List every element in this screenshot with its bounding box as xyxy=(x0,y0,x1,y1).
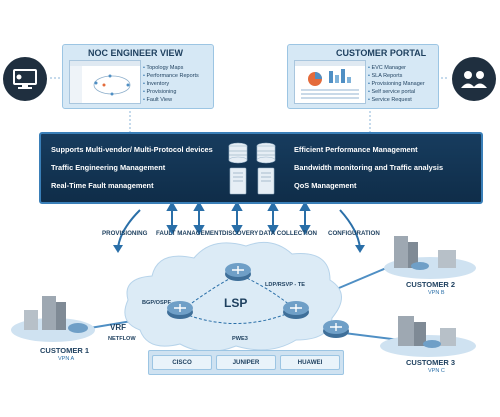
customer-2-vpn: VPN B xyxy=(428,290,445,296)
portal-item: Service Request xyxy=(368,96,425,104)
noc-item: Topology Maps xyxy=(143,64,199,72)
feature-left-3: Real-Time Fault management xyxy=(51,181,154,190)
customer-portal-title: CUSTOMER PORTAL xyxy=(336,48,427,58)
portal-item: SLA Reports xyxy=(368,72,425,80)
topology-map-thumbnail xyxy=(69,60,141,104)
customer-1-name: CUSTOMER 1 xyxy=(40,346,90,355)
noc-item: Fault View xyxy=(143,96,199,104)
customer-3-site xyxy=(380,316,476,357)
customer-2-name: CUSTOMER 2 xyxy=(406,280,456,289)
customer-portal-list: EVC Manager SLA Reports Provisioning Man… xyxy=(368,64,425,104)
flow-fault-management: FAULT MANAGEMENT xyxy=(156,230,223,237)
vendor-cisco: CISCO xyxy=(152,355,212,370)
customer-2-site xyxy=(384,236,476,279)
noc-panel-list: Topology Maps Performance Reports Invent… xyxy=(143,64,199,104)
customer-3-vpn: VPN C xyxy=(428,368,445,374)
management-platform-box: Supports Multi-vendor/ Multi-Protocol de… xyxy=(39,132,483,204)
flow-discovery: DISCOVERY xyxy=(222,230,259,237)
noc-item: Inventory xyxy=(143,80,199,88)
noc-engineer-panel: NOC ENGINEER VIEW Topology Maps Performa… xyxy=(62,44,214,109)
database-server-icon xyxy=(228,142,276,195)
noc-panel-title: NOC ENGINEER VIEW xyxy=(88,48,184,58)
feature-left-2: Traffic Engineering Management xyxy=(51,163,166,172)
noc-item: Performance Reports xyxy=(143,72,198,80)
customer-portal-panel: CUSTOMER PORTAL EVC Manager SLA Reports … xyxy=(287,44,439,109)
customer-1-site xyxy=(11,296,95,342)
portal-item: Self service portal xyxy=(368,88,425,96)
portal-dashboard-thumbnail xyxy=(294,60,366,104)
portal-item: Provisioning Manager xyxy=(368,80,424,88)
customer-group-avatar-icon xyxy=(452,57,496,101)
netflow-label: NETFLOW xyxy=(108,336,136,342)
pwe-label: PWE3 xyxy=(232,336,248,342)
customer-1-vpn: VPN A xyxy=(58,356,75,362)
lsp-label: LSP xyxy=(224,296,248,310)
vendor-juniper: JUNIPER xyxy=(216,355,276,370)
feature-right-1: Efficient Performance Management xyxy=(294,145,418,154)
portal-item: EVC Manager xyxy=(368,64,425,72)
router-icon xyxy=(323,320,349,338)
router-icon xyxy=(167,301,193,319)
flow-provisioning: PROVISIONING xyxy=(102,230,148,237)
customer-3-name: CUSTOMER 3 xyxy=(406,358,456,367)
bgp-label: BGP/OSPF xyxy=(142,300,171,306)
vrf-label: VRF xyxy=(110,323,126,332)
router-icon xyxy=(225,263,251,281)
feature-right-3: QoS Management xyxy=(294,181,357,190)
noc-item: Provisioning xyxy=(143,88,199,96)
vendor-huawei: HUAWEI xyxy=(280,355,340,370)
flow-configuration: CONFIGURATION xyxy=(328,230,380,237)
noc-engineer-avatar-icon xyxy=(3,57,47,101)
flow-data-collection: DATA COLLECTION xyxy=(259,230,317,237)
feature-right-2: Bandwidth monitoring and Traffic analysi… xyxy=(294,163,444,172)
ldp-label: LDP/RSVP - TE xyxy=(265,282,305,288)
feature-left-1: Supports Multi-vendor/ Multi-Protocol de… xyxy=(51,145,213,154)
router-icon xyxy=(283,301,309,319)
